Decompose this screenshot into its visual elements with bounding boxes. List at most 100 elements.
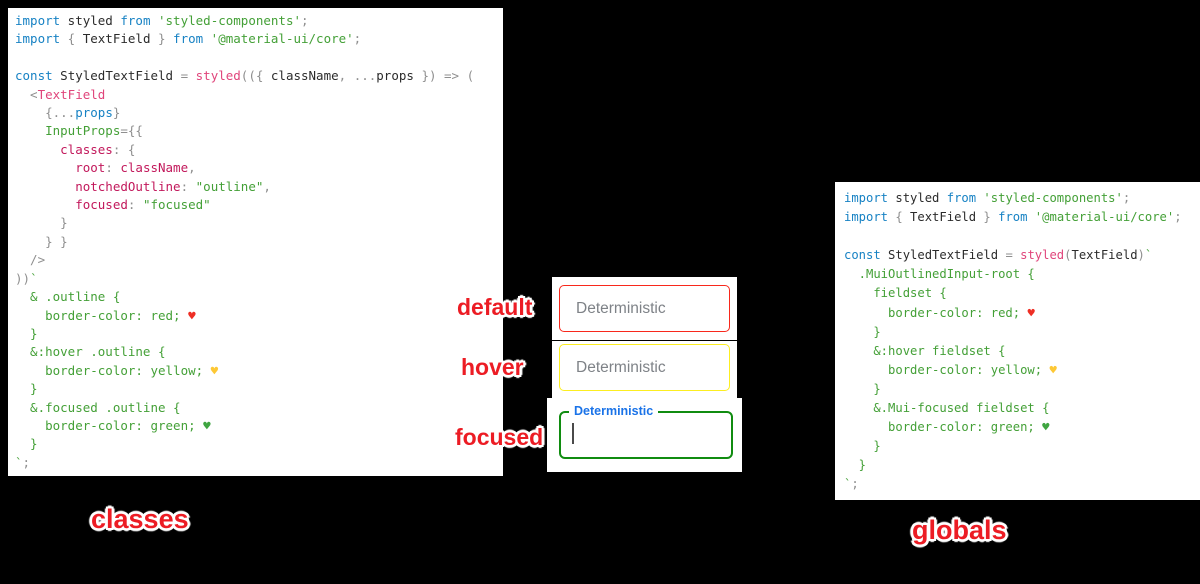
yellow-heart-icon: ♥	[210, 362, 219, 378]
code-token: border-color: yellow;	[844, 362, 1050, 377]
red-heart-icon: ♥	[188, 307, 196, 323]
code-line: border-color: red; ♥	[15, 307, 503, 325]
code-token: ;	[1174, 210, 1182, 225]
code-token: )	[1137, 248, 1145, 263]
code-token: '@material-ui/core'	[203, 31, 354, 47]
code-line: InputProps={{	[15, 122, 503, 140]
code-token: from	[946, 191, 977, 205]
code-token: props	[376, 68, 414, 84]
code-token: StyledTextField	[880, 248, 1006, 263]
hover-textfield-card	[552, 341, 737, 399]
code-line: }	[844, 437, 1200, 456]
default-textfield-input[interactable]	[559, 285, 730, 332]
code-token: border-color: yellow;	[15, 362, 211, 378]
code-token: styled	[60, 13, 121, 28]
default-state-label: default	[457, 294, 533, 320]
code-token: const	[15, 68, 53, 84]
code-token: }	[15, 215, 68, 231]
code-line: <TextField	[15, 86, 503, 104]
code-line: const StyledTextField = styled(TextField…	[844, 246, 1200, 265]
code-line: import styled from 'styled-components';	[15, 12, 503, 30]
code-line: }	[15, 214, 503, 232]
code-token: />	[15, 252, 46, 268]
code-token: styled	[1020, 248, 1065, 263]
classes-code-panel: import styled from 'styled-components';i…	[8, 8, 503, 476]
code-token: border-color: green;	[15, 417, 204, 433]
code-token: ;	[301, 13, 309, 28]
code-token: &.Mui-focused fieldset {	[844, 401, 1050, 416]
code-token: <	[15, 86, 38, 102]
code-token: TextField	[910, 210, 977, 225]
code-token: &:hover .outline {	[15, 344, 166, 360]
code-token: 'styled-components'	[150, 13, 301, 28]
code-token: focused	[15, 197, 128, 213]
code-line: border-color: yellow; ♥	[15, 362, 503, 380]
code-token: import	[844, 210, 889, 225]
code-line	[15, 49, 503, 67]
code-line: &:hover fieldset {	[844, 342, 1200, 361]
code-token: `	[1144, 248, 1153, 263]
code-line: import { TextField } from '@material-ui/…	[15, 30, 503, 48]
code-line: notchedOutline: "outline",	[15, 178, 503, 196]
code-token: } }	[15, 233, 68, 249]
code-token: }	[976, 210, 999, 225]
code-line: }	[15, 380, 503, 398]
code-token: TextField	[1071, 248, 1138, 263]
code-token: {...	[15, 105, 76, 121]
classes-caption: classes	[91, 504, 189, 534]
code-line: }	[15, 325, 503, 343]
code-line: &.focused .outline {	[15, 399, 503, 417]
code-token: root	[15, 160, 106, 176]
code-token: }	[844, 458, 867, 473]
code-token: }	[150, 31, 174, 47]
code-token: }	[844, 381, 881, 396]
code-token: & .outline {	[15, 289, 121, 305]
code-line	[844, 227, 1200, 246]
code-token: =	[1005, 248, 1021, 263]
code-token: ={{	[120, 123, 143, 139]
code-line: />	[15, 251, 503, 269]
code-line: } }	[15, 233, 503, 251]
code-token: TextField	[82, 31, 151, 47]
default-textfield-card	[552, 277, 737, 340]
hover-textfield-input[interactable]	[559, 344, 730, 391]
code-token: notchedOutline	[15, 178, 181, 194]
code-token: InputProps	[15, 123, 121, 139]
code-token: `	[30, 270, 38, 286]
code-token: {	[60, 31, 83, 47]
code-token: ))	[15, 270, 31, 286]
focused-textfield-input[interactable]: Deterministic	[559, 404, 733, 459]
code-token: `	[15, 454, 23, 470]
code-token: }	[15, 381, 38, 397]
code-token: "outline"	[195, 178, 264, 194]
code-line: import styled from 'styled-components';	[844, 189, 1200, 208]
code-token: import	[844, 191, 889, 205]
code-token: border-color: green;	[844, 420, 1043, 435]
red-heart-icon: ♥	[1027, 305, 1035, 320]
code-line: }	[844, 456, 1200, 475]
code-token: import	[15, 31, 61, 47]
code-token: className	[120, 160, 189, 176]
text-caret	[572, 423, 574, 444]
code-line: }	[844, 380, 1200, 399]
code-token: styled	[888, 191, 947, 205]
code-token: ;	[353, 31, 362, 47]
code-token: }	[844, 324, 881, 339]
code-token: from	[120, 13, 151, 28]
code-token: import	[15, 13, 61, 28]
code-line: fieldset {	[844, 284, 1200, 303]
code-token: }	[15, 325, 38, 341]
code-token: ;	[851, 477, 859, 492]
code-line: border-color: green; ♥	[15, 417, 503, 435]
code-token: ,	[188, 160, 196, 176]
code-token: "focused"	[142, 197, 211, 213]
code-token: (({	[240, 68, 271, 84]
code-token: :	[127, 197, 143, 213]
code-line: const StyledTextField = styled(({ classN…	[15, 67, 503, 85]
code-token: }) => (	[413, 68, 475, 84]
code-token: styled	[195, 68, 241, 84]
code-token: StyledTextField	[52, 68, 181, 84]
code-token: `	[844, 477, 852, 492]
code-token: {	[888, 210, 911, 225]
